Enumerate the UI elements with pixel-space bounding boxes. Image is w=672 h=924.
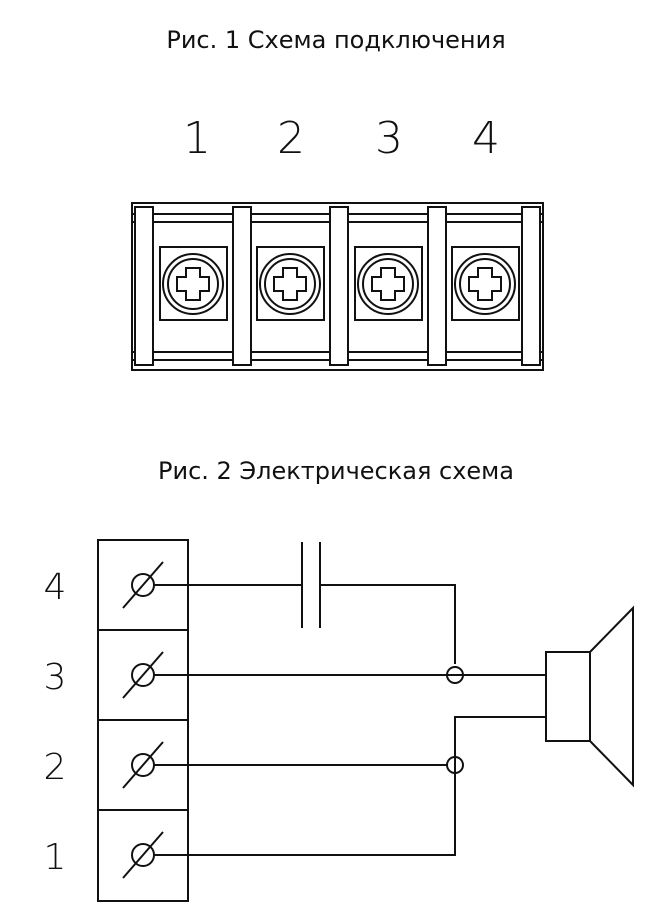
fig1-number-4: 4 (472, 113, 500, 164)
terminal-slash (122, 651, 164, 699)
speaker-body (545, 651, 591, 742)
screw-head-outer (259, 253, 321, 315)
screw-cell-3 (354, 246, 423, 321)
screw-frame (256, 246, 325, 321)
screw-frame (451, 246, 520, 321)
screw-frame (354, 246, 423, 321)
junction-node-upper (446, 666, 464, 684)
figure1-terminal-numbers: 1 2 3 4 (183, 113, 500, 164)
fig2-number-2: 2 (44, 747, 67, 788)
terminal-slash (122, 561, 164, 609)
schematic-terminal-block (97, 539, 189, 902)
cross-slot-icon (371, 267, 405, 301)
screw-head-inner (459, 258, 511, 310)
screw-head-outer (357, 253, 419, 315)
screw-frame (159, 246, 228, 321)
separator-4 (427, 206, 447, 366)
wire-capacitor-to-junction (320, 584, 456, 664)
figure2-terminal-numbers: 4 3 2 1 (44, 567, 67, 878)
screw-head-outer (162, 253, 224, 315)
screw-head-inner (264, 258, 316, 310)
cross-slot-icon (176, 267, 210, 301)
loudspeaker-icon (545, 605, 634, 788)
separator-3 (329, 206, 349, 366)
fig2-number-4: 4 (44, 567, 67, 608)
wiring (154, 542, 546, 856)
screw-head-outer (454, 253, 516, 315)
fig1-number-3: 3 (375, 113, 403, 164)
terminal-slash (122, 831, 164, 879)
fig2-number-1: 1 (44, 837, 67, 878)
screw-cell-1 (159, 246, 228, 321)
separator-5 (521, 206, 541, 366)
wire-terminal-1 (154, 716, 546, 856)
terminal-slash (122, 741, 164, 789)
screw-head-inner (362, 258, 414, 310)
cross-slot-icon (273, 267, 307, 301)
speaker-cone (589, 605, 634, 788)
fig2-number-3: 3 (44, 657, 67, 698)
screw-head-inner (167, 258, 219, 310)
terminal-block-body (131, 202, 544, 371)
screw-cell-2 (256, 246, 325, 321)
fig1-number-2: 2 (277, 113, 305, 164)
figure1-caption: Рис. 1 Схема подключения (166, 26, 506, 54)
screw-cell-4 (451, 246, 520, 321)
figure2-caption: Рис. 2 Электрическая схема (158, 457, 514, 485)
fig1-number-1: 1 (183, 113, 211, 164)
separator-2 (232, 206, 252, 366)
separator-1 (134, 206, 154, 366)
terminal-block (131, 202, 544, 371)
cross-slot-icon (468, 267, 502, 301)
